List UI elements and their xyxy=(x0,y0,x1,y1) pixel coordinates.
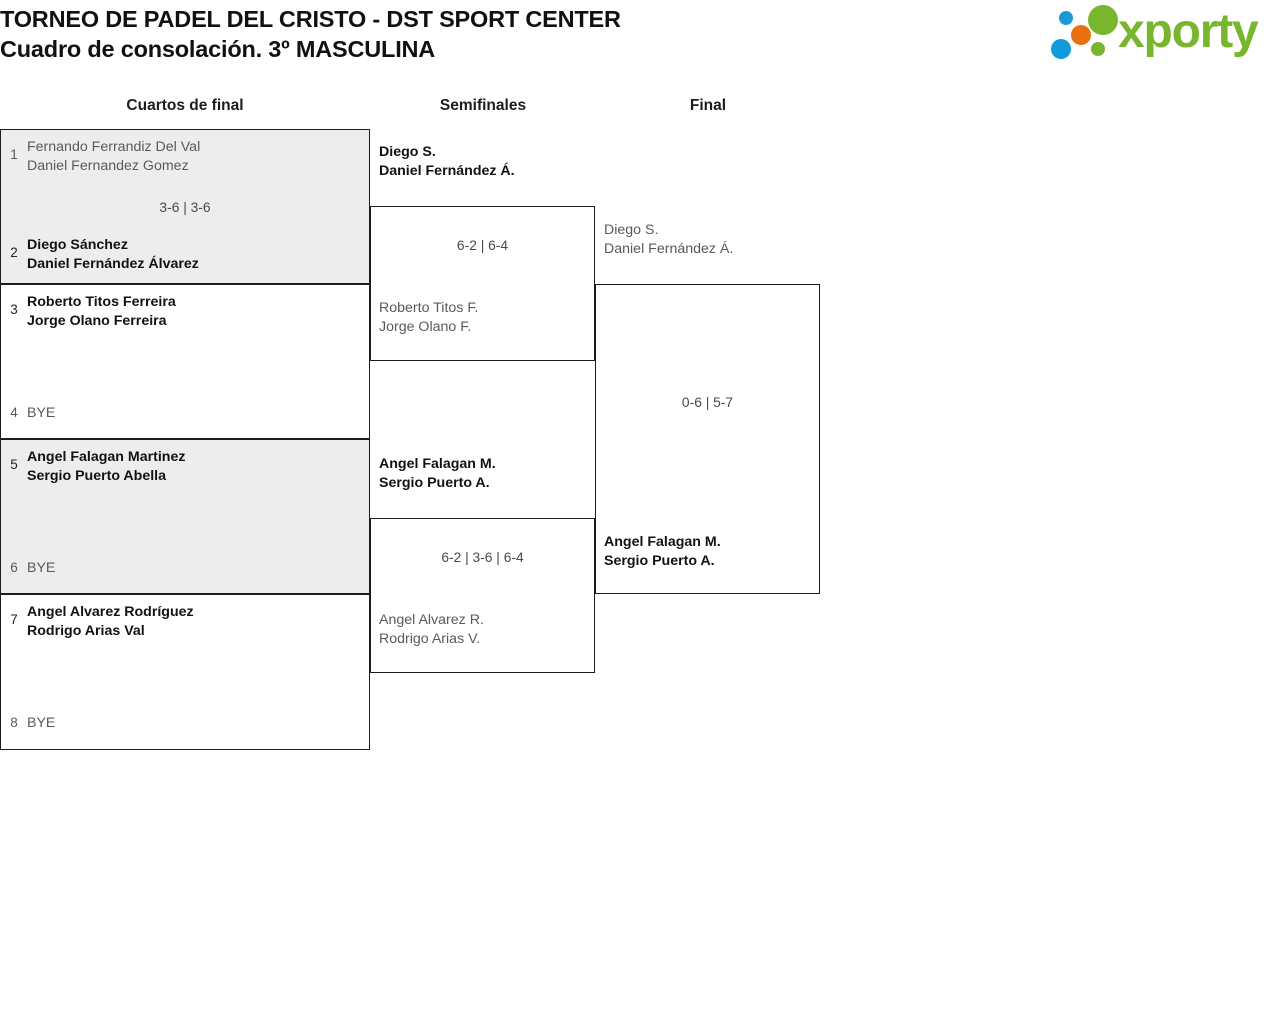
player-2: Sergio Puerto Abella xyxy=(27,467,167,484)
player-2: Rodrigo Arias Val xyxy=(27,622,145,639)
match-score: 3-6 | 3-6 xyxy=(159,200,211,215)
team-names: Angel Falagan M. Sergio Puerto A. xyxy=(595,531,820,570)
player-1: Angel Alvarez R. xyxy=(379,612,484,628)
round-header-final: Final xyxy=(689,97,727,114)
seed-number: 8 xyxy=(10,715,18,730)
team-names: Diego S. Daniel Fernández Á. xyxy=(370,141,595,180)
player-1: BYE xyxy=(27,715,56,731)
round-header-quarterfinals: Cuartos de final xyxy=(126,97,244,114)
match-final[interactable]: 0-6 | 5-7 xyxy=(595,284,820,594)
player-2: Daniel Fernández Á. xyxy=(604,240,734,257)
team-names: Diego S. Daniel Fernández Á. xyxy=(595,219,820,258)
player-1: Fernando Ferrandiz Del Val xyxy=(27,139,201,155)
player-2: Daniel Fernández Á. xyxy=(379,162,515,179)
logo-dot-green-small-icon xyxy=(1091,42,1105,56)
final-runner-up[interactable]: Diego S. Daniel Fernández Á. xyxy=(595,219,820,265)
match-quarterfinal-2[interactable]: 3 Roberto Titos Ferreira Jorge Olano Fer… xyxy=(0,284,370,439)
match-slot-top[interactable]: 1 Fernando Ferrandiz Del Val Daniel Fern… xyxy=(1,136,200,182)
semifinal-2-loser[interactable]: Angel Alvarez R. Rodrigo Arias V. xyxy=(370,609,595,655)
team-names: Angel Falagan Martinez Sergio Puerto Abe… xyxy=(27,446,185,485)
player-1: Angel Falagan M. xyxy=(379,456,496,472)
connector-sf1-final xyxy=(595,284,597,285)
player-2: Jorge Olano Ferreira xyxy=(27,312,167,329)
seed-number: 5 xyxy=(10,457,18,472)
match-slot-top[interactable]: 3 Roberto Titos Ferreira Jorge Olano Fer… xyxy=(1,291,176,337)
player-2: Sergio Puerto A. xyxy=(379,474,490,491)
player-1: Diego Sánchez xyxy=(27,237,128,253)
player-1: Diego S. xyxy=(604,222,659,238)
team-names: Angel Alvarez R. Rodrigo Arias V. xyxy=(370,609,595,648)
tournament-subtitle: Cuadro de consolación. 3º MASCULINA xyxy=(0,36,436,62)
team-names: Diego Sánchez Daniel Fernández Álvarez xyxy=(27,234,199,273)
team-names: Angel Alvarez Rodríguez Rodrigo Arias Va… xyxy=(27,601,194,640)
semifinal-2-winner[interactable]: Angel Falagan M. Sergio Puerto A. xyxy=(370,453,595,499)
logo-dot-green-large-icon xyxy=(1088,5,1118,35)
connector-qf1-sf1 xyxy=(370,206,372,207)
match-quarterfinal-4[interactable]: 7 Angel Alvarez Rodríguez Rodrigo Arias … xyxy=(0,594,370,750)
final-champion[interactable]: Angel Falagan M. Sergio Puerto A. xyxy=(595,531,820,577)
page-header: TORNEO DE PADEL DEL CRISTO - DST SPORT C… xyxy=(0,0,1280,78)
xporty-dots-icon xyxy=(1046,4,1126,62)
player-2: Rodrigo Arias V. xyxy=(379,630,481,647)
player-2: Sergio Puerto A. xyxy=(604,552,715,569)
logo-dot-orange-icon xyxy=(1071,25,1091,45)
semifinal-1-winner[interactable]: Diego S. Daniel Fernández Á. xyxy=(370,141,595,187)
match-slot-bottom[interactable]: 4 BYE xyxy=(1,402,55,432)
match-quarterfinal-1[interactable]: 1 Fernando Ferrandiz Del Val Daniel Fern… xyxy=(0,129,370,284)
player-1: Roberto Titos Ferreira xyxy=(27,294,176,310)
player-1: Diego S. xyxy=(379,144,436,160)
team-names: Angel Falagan M. Sergio Puerto A. xyxy=(370,453,595,492)
seed-number: 1 xyxy=(10,147,18,162)
player-1: Angel Alvarez Rodríguez xyxy=(27,604,194,620)
player-1: BYE xyxy=(27,405,56,421)
player-1: Roberto Titos F. xyxy=(379,300,479,316)
seed-number: 2 xyxy=(10,245,18,260)
round-header-semifinals: Semifinales xyxy=(439,97,527,114)
team-names: Fernando Ferrandiz Del Val Daniel Fernan… xyxy=(27,136,200,175)
logo-dot-blue-large-icon xyxy=(1051,39,1071,59)
logo-wordmark: xporty xyxy=(1118,5,1259,58)
player-1: BYE xyxy=(27,560,56,576)
seed-number: 4 xyxy=(10,405,18,420)
logo-dot-blue-small-icon xyxy=(1059,11,1073,25)
seed-number: 3 xyxy=(10,302,18,317)
match-slot-top[interactable]: 7 Angel Alvarez Rodríguez Rodrigo Arias … xyxy=(1,601,194,647)
tournament-name: TORNEO DE PADEL DEL CRISTO - DST SPORT C… xyxy=(0,6,621,32)
connector-sf2-final xyxy=(595,593,597,594)
player-1: Angel Falagan Martinez xyxy=(27,449,186,465)
match-slot-top[interactable]: 5 Angel Falagan Martinez Sergio Puerto A… xyxy=(1,446,185,492)
semifinal-1-loser[interactable]: Roberto Titos F. Jorge Olano F. xyxy=(370,297,595,343)
match-slot-bottom[interactable]: 8 BYE xyxy=(1,712,55,742)
match-semifinal-1[interactable]: 6-2 | 6-4 xyxy=(370,206,595,361)
xporty-logo[interactable]: xporty xyxy=(1046,4,1274,62)
team-names: BYE xyxy=(27,402,55,423)
team-names: BYE xyxy=(27,557,55,578)
match-quarterfinal-3[interactable]: 5 Angel Falagan Martinez Sergio Puerto A… xyxy=(0,439,370,594)
match-slot-bottom[interactable]: 6 BYE xyxy=(1,557,55,587)
team-names: Roberto Titos Ferreira Jorge Olano Ferre… xyxy=(27,291,176,330)
seed-number: 6 xyxy=(10,560,18,575)
team-names: BYE xyxy=(27,712,55,733)
match-score: 6-2 | 6-4 xyxy=(456,238,509,253)
match-slot-bottom[interactable]: 2 Diego Sánchez Daniel Fernández Álvarez xyxy=(1,234,199,280)
player-2: Jorge Olano F. xyxy=(379,318,472,335)
player-1: Angel Falagan M. xyxy=(604,534,721,550)
seed-number: 7 xyxy=(10,612,18,627)
player-2: Daniel Fernandez Gomez xyxy=(27,157,189,174)
match-score: 6-2 | 3-6 | 6-4 xyxy=(441,550,524,565)
page-title: TORNEO DE PADEL DEL CRISTO - DST SPORT C… xyxy=(0,4,621,64)
match-semifinal-2[interactable]: 6-2 | 3-6 | 6-4 xyxy=(370,518,595,673)
team-names: Roberto Titos F. Jorge Olano F. xyxy=(370,297,595,336)
player-2: Daniel Fernández Álvarez xyxy=(27,255,199,272)
match-score: 0-6 | 5-7 xyxy=(681,395,734,410)
